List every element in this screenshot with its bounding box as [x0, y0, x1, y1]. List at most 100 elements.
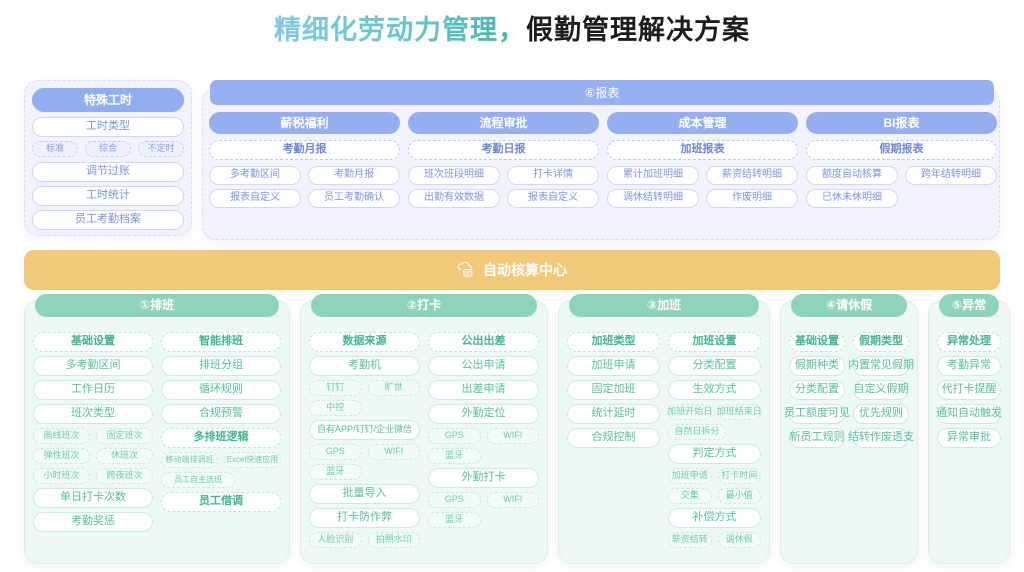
section-2-col1-mini-2-1[interactable]: 旷世	[367, 380, 420, 396]
section-5-col1-item-3[interactable]: 通知自动触发	[936, 404, 1002, 424]
section-2-col1-item-0[interactable]: 数据来源	[309, 332, 420, 352]
report-col-title-3[interactable]: BI报表	[806, 112, 997, 134]
report-col-sub-3[interactable]: 假期报表	[806, 140, 997, 160]
section-1-col2-mini-5-1[interactable]: Excel快速应用	[224, 452, 281, 468]
section-2-col2-mini-8-0[interactable]: 蓝牙	[428, 512, 481, 528]
section-3-col2-item-8[interactable]: 补偿方式	[668, 508, 761, 528]
special-hours-mini-0[interactable]: 标准	[32, 141, 78, 157]
report-chip-2-3[interactable]: 作废明细	[706, 189, 798, 208]
section-5-col1-item-0[interactable]: 异常处理	[937, 332, 1001, 352]
section-4-col2-item-2[interactable]: 自定义假期	[853, 380, 909, 400]
report-chip-0-0[interactable]: 多考勤区间	[209, 166, 301, 185]
section-3-col1-item-4[interactable]: 合规控制	[567, 428, 660, 448]
section-2-col1-mini-6-0[interactable]: 蓝牙	[309, 464, 362, 480]
report-col-title-0[interactable]: 薪税福利	[209, 112, 400, 134]
section-2-col1-mini-9-1[interactable]: 拍照水印	[367, 532, 420, 548]
section-1-col1-mini-5-1[interactable]: 休班次	[96, 448, 153, 464]
section-4-col1-item-0[interactable]: 基础设置	[789, 332, 845, 352]
section-1-col2-item-4[interactable]: 多排班逻辑	[161, 428, 281, 448]
section-1-col2-mini-5-0[interactable]: 移动端排调班	[161, 452, 218, 468]
section-3-col2-mini-3-1[interactable]: 加班结束日	[717, 404, 762, 420]
section-1-col1-item-7[interactable]: 单日打卡次数	[33, 488, 153, 508]
section-3-col2-mini-7-0[interactable]: 交集	[668, 488, 712, 504]
section-3-col2-item-5[interactable]: 判定方式	[668, 444, 761, 464]
report-chip-1-1[interactable]: 打卡详情	[507, 166, 599, 185]
report-chip-1-0[interactable]: 班次班段明细	[408, 166, 500, 185]
special-hours-rest-1[interactable]: 工时统计	[32, 186, 184, 206]
section-3-col2-item-2[interactable]: 生效方式	[668, 380, 761, 400]
section-1-col1-item-1[interactable]: 多考勤区间	[33, 356, 153, 376]
report-chip-3-1[interactable]: 跨年结转明细	[905, 166, 997, 185]
report-chip-0-3[interactable]: 员工考勤确认	[308, 189, 400, 208]
section-2-col1-item-8[interactable]: 打卡防作弊	[309, 508, 420, 528]
report-col-sub-2[interactable]: 加班报表	[607, 140, 798, 160]
section-1-col2-mini-6-0[interactable]: 员工自主选班	[161, 472, 236, 488]
section-2-col2-item-0[interactable]: 公出出差	[428, 332, 539, 352]
section-2-col2-mini-5-0[interactable]: 蓝牙	[428, 448, 481, 464]
section-5-col1-item-2[interactable]: 代打卡提醒	[937, 380, 1001, 400]
section-2-col2-item-3[interactable]: 外勤定位	[428, 404, 539, 424]
section-header-3[interactable]: ③加班	[569, 294, 759, 317]
section-2-col1-item-7[interactable]: 批量导入	[309, 484, 420, 504]
report-chip-2-0[interactable]: 累计加班明细	[607, 166, 699, 185]
report-chip-0-2[interactable]: 报表自定义	[209, 189, 301, 208]
section-1-col1-item-0[interactable]: 基础设置	[33, 332, 153, 352]
section-4-col1-item-2[interactable]: 分类配置	[789, 380, 845, 400]
section-2-col1-item-4[interactable]: 自有APP/钉钉/企业微信	[309, 420, 420, 440]
report-col-sub-0[interactable]: 考勤月报	[209, 140, 400, 160]
report-chip-3-2[interactable]: 已休未休明细	[806, 189, 898, 208]
section-2-col1-mini-5-0[interactable]: GPS	[309, 444, 362, 460]
report-col-title-2[interactable]: 成本管理	[607, 112, 798, 134]
section-3-col2-mini-7-1[interactable]: 最小值	[717, 488, 761, 504]
section-2-col2-mini-4-0[interactable]: GPS	[428, 428, 481, 444]
section-2-col1-mini-3-0[interactable]: 中控	[309, 400, 362, 416]
section-2-col2-item-2[interactable]: 出差申请	[428, 380, 539, 400]
section-1-col1-mini-4-1[interactable]: 固定班次	[96, 428, 153, 444]
section-1-col2-item-2[interactable]: 循环规则	[161, 380, 281, 400]
section-4-col2-item-0[interactable]: 假期类型	[853, 332, 909, 352]
report-chip-3-0[interactable]: 额度自动核算	[806, 166, 898, 185]
report-col-title-1[interactable]: 流程审批	[408, 112, 599, 134]
section-header-2[interactable]: ②打卡	[311, 294, 537, 317]
section-2-col2-mini-7-0[interactable]: GPS	[428, 492, 481, 508]
section-4-col1-item-1[interactable]: 假期种类	[789, 356, 845, 376]
section-3-col2-mini-4-0[interactable]: 自然日拆分	[668, 424, 726, 440]
section-3-col1-item-2[interactable]: 固定加班	[567, 380, 660, 400]
section-1-col1-item-2[interactable]: 工作日历	[33, 380, 153, 400]
special-hours-mini-1[interactable]: 综合	[85, 141, 131, 157]
section-1-col1-item-3[interactable]: 班次类型	[33, 404, 153, 424]
special-hours-rest-2[interactable]: 员工考勤档案	[32, 210, 184, 230]
report-chip-2-2[interactable]: 调休结转明细	[607, 189, 699, 208]
section-3-col1-item-1[interactable]: 加班申请	[567, 356, 660, 376]
special-hours-rest-0[interactable]: 调节过账	[32, 162, 184, 182]
section-3-col2-mini-6-1[interactable]: 打卡时间	[717, 468, 761, 484]
section-2-col2-item-1[interactable]: 公出申请	[428, 356, 539, 376]
section-3-col2-mini-9-1[interactable]: 调休假	[717, 532, 761, 548]
section-2-col2-mini-7-1[interactable]: WIFI	[486, 492, 539, 508]
report-chip-2-1[interactable]: 薪资结转明细	[706, 166, 798, 185]
section-header-4[interactable]: ④请休假	[791, 294, 907, 317]
section-5-col1-item-4[interactable]: 异常审批	[937, 428, 1001, 448]
section-2-col1-item-1[interactable]: 考勤机	[309, 356, 420, 376]
section-2-col1-mini-2-0[interactable]: 钉钉	[309, 380, 362, 396]
section-3-col2-item-1[interactable]: 分类配置	[668, 356, 761, 376]
section-4-col2-item-1[interactable]: 内置常见假期	[848, 356, 914, 376]
section-2-col1-mini-5-1[interactable]: WIFI	[367, 444, 420, 460]
section-3-col2-mini-3-0[interactable]: 加班开始日	[667, 404, 712, 420]
section-3-col2-mini-9-0[interactable]: 薪资结转	[668, 532, 712, 548]
section-1-col1-mini-6-0[interactable]: 小时班次	[33, 468, 90, 484]
section-3-col1-item-3[interactable]: 统计延时	[567, 404, 660, 424]
section-1-col2-item-1[interactable]: 排班分组	[161, 356, 281, 376]
section-1-col2-item-7[interactable]: 员工借调	[161, 492, 281, 512]
section-2-col2-item-6[interactable]: 外勤打卡	[428, 468, 539, 488]
section-4-col1-item-4[interactable]: 新员工规则	[789, 428, 845, 448]
special-hours-item-0[interactable]: 工时类型	[32, 117, 184, 137]
section-4-col1-item-3[interactable]: 员工额度可见	[784, 404, 850, 424]
section-5-col1-item-1[interactable]: 考勤异常	[937, 356, 1001, 376]
section-1-col1-mini-6-1[interactable]: 跨夜班次	[96, 468, 153, 484]
section-1-col2-item-0[interactable]: 智能排班	[161, 332, 281, 352]
report-chip-1-2[interactable]: 出勤有效数据	[408, 189, 500, 208]
special-hours-mini-2[interactable]: 不定时	[138, 141, 184, 157]
section-header-5[interactable]: ⑤异常	[939, 294, 999, 317]
report-chip-0-1[interactable]: 考勤月报	[308, 166, 400, 185]
